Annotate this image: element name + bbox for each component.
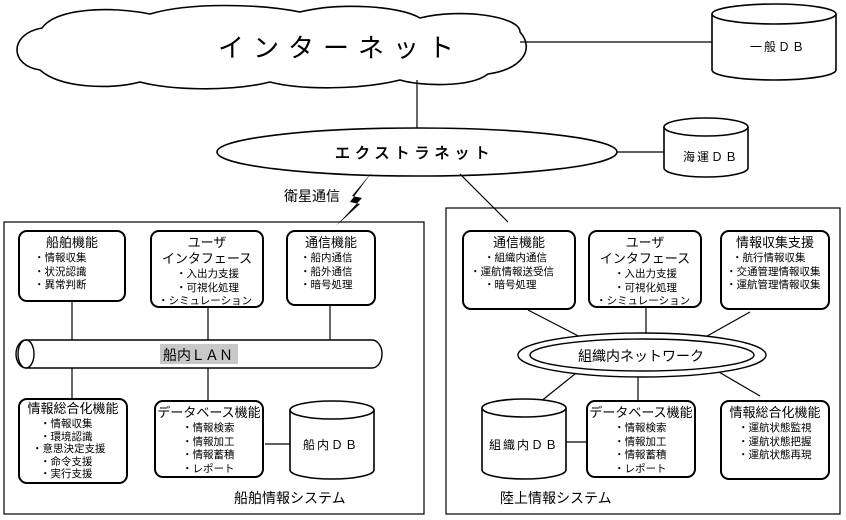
land-collection-box: 情報収集支援 ・航行情報収集 ・交通管理情報収集 ・運航管理情報収集 — [720, 230, 830, 310]
ship-function-item: ・異常判断 — [34, 279, 87, 291]
land-collection-item: ・運航管理情報収集 — [726, 279, 821, 291]
ship-system-frame — [3, 221, 425, 515]
ship-integration-item: ・環境認識 — [40, 430, 93, 443]
ship-system-title: 船舶情報システム — [234, 491, 346, 507]
extranet-label: エクストラネット — [335, 144, 495, 162]
land-database-item: ・情報蓄積 — [614, 449, 667, 461]
lightning-bolt-icon — [336, 172, 372, 226]
land-comm-item: ・組織内通信 — [484, 252, 547, 264]
shipping-db-label: 海運ＤＢ — [683, 150, 740, 164]
link-extranet-land-system — [459, 173, 509, 223]
internet-label: インターネット — [218, 34, 464, 64]
land-system-frame — [445, 207, 841, 515]
ship-database-title: データベース機能 — [157, 406, 261, 421]
land-database-item: ・レポート — [614, 462, 667, 475]
link-land-orgdb-network — [539, 369, 581, 403]
satellite-label: 衛星通信 — [284, 189, 340, 205]
ship-ui-title-2: インタフェース — [161, 252, 253, 267]
land-ui-box: ユーザ インタフェース ・入出力支援 ・可視化処理 ・シミュレーション — [588, 230, 702, 308]
land-ui-title-2: インタフェース — [599, 252, 691, 267]
land-comm-box: 通信機能 ・組織内通信 ・運航情報送受信 ・暗号処理 — [462, 230, 576, 310]
ship-integration-item: ・命令支援 — [40, 455, 93, 468]
ship-ui-box: ユーザ インタフェース ・入出力支援 ・可視化処理 ・シミュレーション — [150, 230, 264, 308]
ship-comm-item: ・船外通信 — [300, 265, 353, 278]
org-network-label: 組織内ネットワーク — [578, 349, 704, 365]
land-integration-title: 情報総合化機能 — [729, 406, 821, 421]
land-ui-item: ・可視化処理 — [614, 281, 677, 294]
general-db-cylinder — [711, 3, 837, 81]
land-database-box: データベース機能 ・情報検索 ・情報加工 ・情報蓄積 ・レポート — [586, 400, 696, 478]
ship-lan-label: 船内ＬＡＮ — [163, 348, 233, 364]
ship-function-item: ・情報収集 — [34, 252, 87, 264]
ship-comm-title: 通信機能 — [304, 236, 357, 251]
ship-database-item: ・レポート — [182, 462, 235, 475]
land-collection-item: ・交通管理情報収集 — [726, 265, 821, 278]
land-database-item: ・情報検索 — [614, 422, 667, 434]
ship-function-title: 船舶機能 — [45, 236, 98, 251]
ship-database-item: ・情報検索 — [182, 422, 235, 434]
land-integration-item: ・運航状態再現 — [738, 449, 812, 461]
org-network-inner — [529, 338, 755, 372]
land-system-title: 陸上情報システム — [500, 491, 612, 507]
ship-comm-item: ・暗号処理 — [300, 279, 353, 291]
land-integration-box: 情報総合化機能 ・運航状態監視 ・運航状態把握 ・運航状態再現 — [720, 400, 830, 480]
land-comm-title: 通信機能 — [492, 236, 545, 251]
land-integration-item: ・運航状態把握 — [738, 435, 812, 448]
general-db-label: 一般ＤＢ — [750, 40, 807, 54]
onboard-db-label: 船内ＤＢ — [303, 438, 360, 452]
land-collection-item: ・航行情報収集 — [732, 252, 806, 264]
onboard-db-cylinder — [289, 400, 375, 480]
internet-cloud — [16, 4, 527, 90]
ship-comm-item: ・船内通信 — [300, 252, 353, 264]
land-comm-item: ・暗号処理 — [484, 279, 537, 291]
ship-function-item: ・状況認識 — [34, 265, 87, 278]
ship-ui-title-1: ユーザ — [187, 236, 227, 251]
ship-ui-item: ・入出力支援 — [176, 268, 239, 280]
land-database-item: ・情報加工 — [614, 435, 667, 448]
ship-integration-item: ・実行支援 — [40, 468, 93, 480]
shipping-db-cylinder — [663, 117, 749, 178]
ship-function-box: 船舶機能 ・情報収集 ・状況認識 ・異常判断 — [18, 230, 126, 302]
ship-ui-item: ・シミュレーション — [158, 295, 253, 307]
ship-ui-item: ・可視化処理 — [176, 281, 239, 294]
ship-database-box: データベース機能 ・情報検索 ・情報加工 ・情報蓄積 ・レポート — [154, 400, 264, 478]
land-ui-title-1: ユーザ — [625, 236, 665, 251]
ship-integration-title: 情報総合化機能 — [27, 402, 119, 417]
ship-database-item: ・情報蓄積 — [182, 449, 235, 461]
land-database-title: データベース機能 — [589, 406, 693, 421]
ship-integration-box: 情報総合化機能 ・情報収集 ・環境認識 ・意思決定支援 ・命令支援 ・実行支援 — [18, 398, 128, 484]
land-comm-item: ・運航情報送受信 — [470, 265, 554, 278]
land-collection-title: 情報収集支援 — [735, 236, 814, 251]
land-integration-item: ・運航状態監視 — [738, 422, 812, 434]
ship-integration-item: ・情報収集 — [40, 418, 93, 430]
org-db-cylinder — [481, 398, 567, 480]
land-ui-item: ・入出力支援 — [614, 268, 677, 280]
ship-database-item: ・情報加工 — [182, 435, 235, 448]
lan-pipe — [15, 339, 383, 369]
ship-integration-item: ・意思決定支援 — [32, 443, 106, 455]
org-db-label: 組織内ＤＢ — [489, 438, 560, 452]
ship-comm-box: 通信機能 ・船内通信 ・船外通信 ・暗号処理 — [286, 230, 376, 306]
land-ui-item: ・シミュレーション — [596, 295, 691, 307]
link-land-collection-network — [699, 311, 751, 341]
